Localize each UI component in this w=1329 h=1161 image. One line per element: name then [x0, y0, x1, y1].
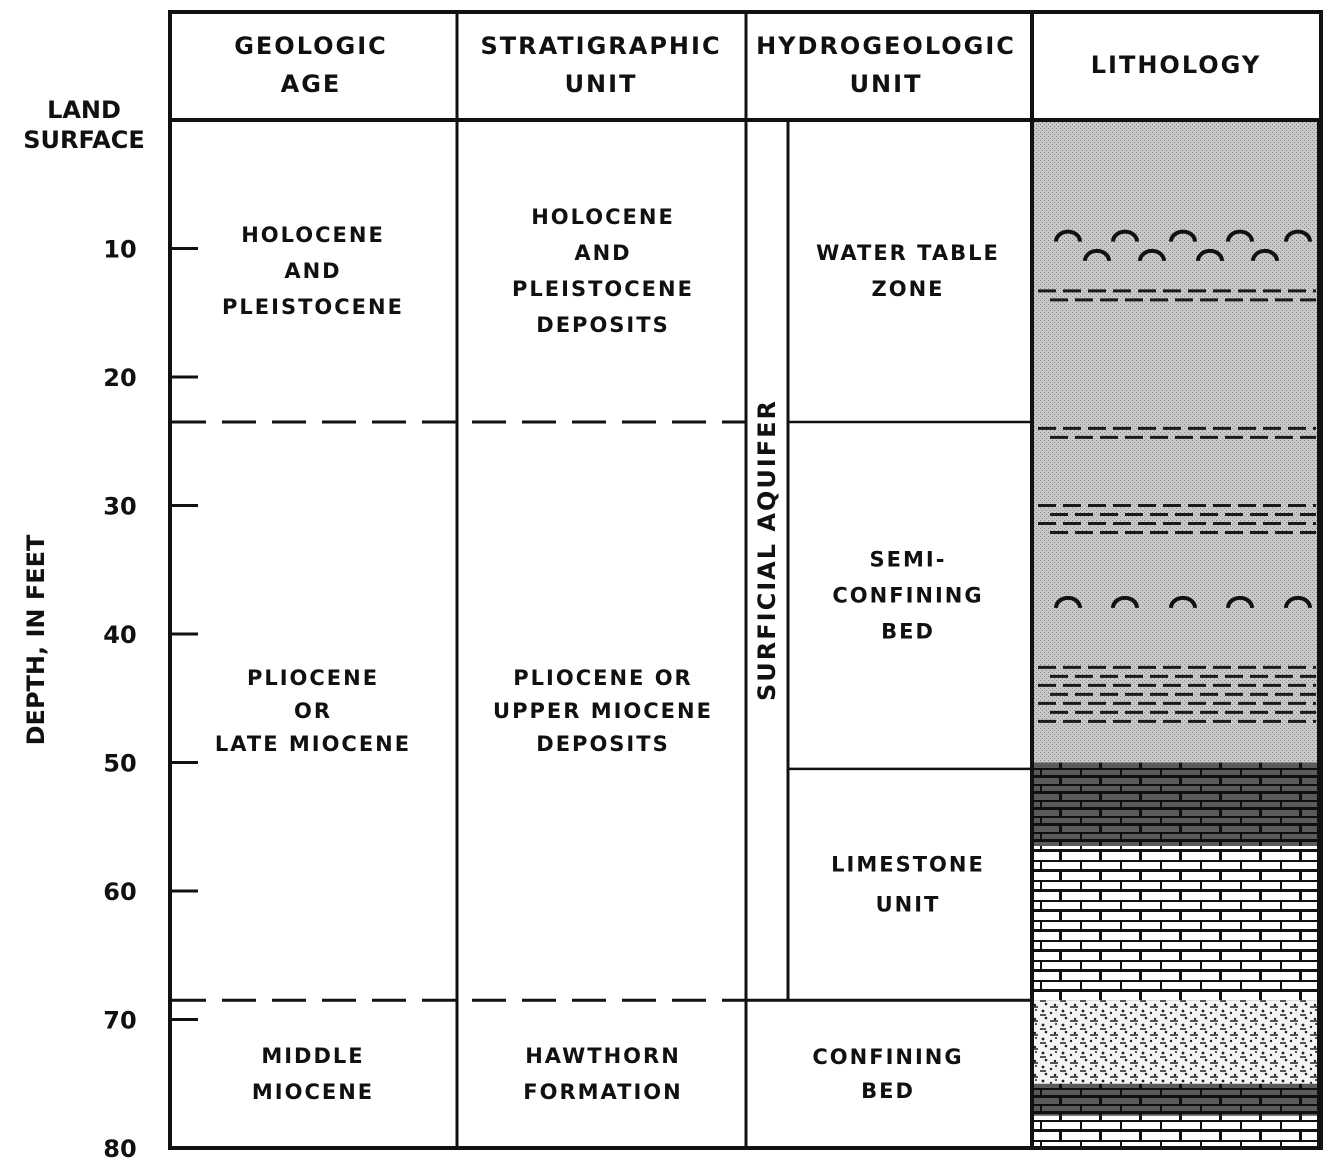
shell-symbol: [1251, 248, 1279, 262]
hydrogeologic-zone-text: UNIT: [876, 893, 941, 917]
stratigraphic-unit-text: FORMATION: [523, 1080, 682, 1104]
lithology-layer-limestone: [1034, 1115, 1319, 1148]
depth-tick-label: 80: [103, 1135, 136, 1161]
hydrogeologic-zone-text: ZONE: [872, 277, 945, 301]
shell-symbol: [1138, 248, 1166, 262]
geologic-age-text: AND: [284, 259, 341, 283]
lithology-layer-dark-limestone: [1034, 762, 1319, 847]
stratigraphic-unit-text: AND: [574, 241, 631, 265]
depth-tick-label: 10: [103, 236, 136, 264]
land-surface-label-line2: SURFACE: [23, 126, 144, 154]
geologic-age-text: MIOCENE: [252, 1080, 374, 1104]
stratigraphic-unit-text: UPPER MIOCENE: [493, 699, 713, 723]
hydrogeologic-zone-text: SEMI-: [870, 547, 947, 571]
depth-tick-label: 50: [103, 750, 136, 778]
geologic-age-text: LATE MIOCENE: [215, 732, 411, 756]
lithology-layer-sand: [1034, 120, 1319, 763]
hydrogeologic-zone-text: LIMESTONE: [831, 853, 985, 877]
stratigraphic-unit-text: DEPOSITS: [536, 732, 669, 756]
shell-symbol: [1083, 248, 1111, 262]
stratigraphic-unit-text: PLEISTOCENE: [512, 277, 694, 301]
shell-symbol: [1284, 595, 1312, 609]
header-hydrogeologic-unit-line1: HYDROGEOLOGIC: [756, 32, 1016, 60]
depth-axis-title: DEPTH, IN FEET: [22, 534, 50, 745]
header-stratigraphic-unit-line1: STRATIGRAPHIC: [480, 32, 721, 60]
shell-symbol: [1196, 248, 1224, 262]
shell-symbol: [1054, 595, 1082, 609]
confining-bed-text: BED: [861, 1079, 915, 1103]
depth-tick-label: 70: [103, 1007, 136, 1035]
shell-symbol: [1226, 595, 1254, 609]
geologic-age-text: HOLOCENE: [241, 223, 385, 247]
lithology-layer-limestone: [1034, 846, 1319, 1001]
shell-symbol: [1169, 229, 1197, 242]
lithology-layer-dark-limestone: [1034, 1083, 1319, 1116]
hydrogeologic-zone-text: WATER TABLE: [816, 241, 1000, 265]
header-geologic-age-line1: GEOLOGIC: [234, 32, 388, 60]
shell-symbol: [1226, 229, 1254, 242]
header-geologic-age-line2: AGE: [281, 70, 342, 98]
shell-symbol: [1054, 229, 1082, 242]
shell-symbol: [1111, 595, 1139, 609]
shell-symbol: [1111, 229, 1139, 242]
stratigraphic-unit-text: DEPOSITS: [536, 313, 669, 337]
geologic-age-text: MIDDLE: [261, 1044, 364, 1068]
surficial-aquifer-label: SURFICIAL AQUIFER: [753, 399, 781, 701]
depth-tick-label: 20: [103, 364, 136, 392]
hydrogeologic-zone-text: CONFINING: [832, 583, 983, 607]
stratigraphic-unit-text: HAWTHORN: [525, 1044, 681, 1068]
depth-tick-label: 60: [103, 878, 136, 906]
depth-tick-label: 40: [103, 621, 136, 649]
stratigraphic-unit-text: HOLOCENE: [531, 205, 675, 229]
confining-bed-text: CONFINING: [812, 1045, 963, 1069]
header-hydrogeologic-unit-line2: UNIT: [850, 70, 923, 98]
header-stratigraphic-unit-line2: UNIT: [565, 70, 638, 98]
header-lithology: LITHOLOGY: [1091, 51, 1261, 79]
lithology-layer-sandy-limestone: [1034, 1000, 1319, 1084]
shell-symbol: [1169, 595, 1197, 609]
depth-tick-label: 30: [103, 493, 136, 521]
shell-symbol: [1284, 229, 1312, 242]
land-surface-label-line1: LAND: [47, 96, 121, 124]
geologic-age-text: PLIOCENE: [247, 666, 379, 690]
stratigraphic-unit-text: PLIOCENE OR: [513, 666, 692, 690]
hydrogeologic-zone-text: BED: [881, 619, 935, 643]
geologic-age-text: PLEISTOCENE: [222, 295, 404, 319]
geologic-age-text: OR: [294, 699, 332, 723]
